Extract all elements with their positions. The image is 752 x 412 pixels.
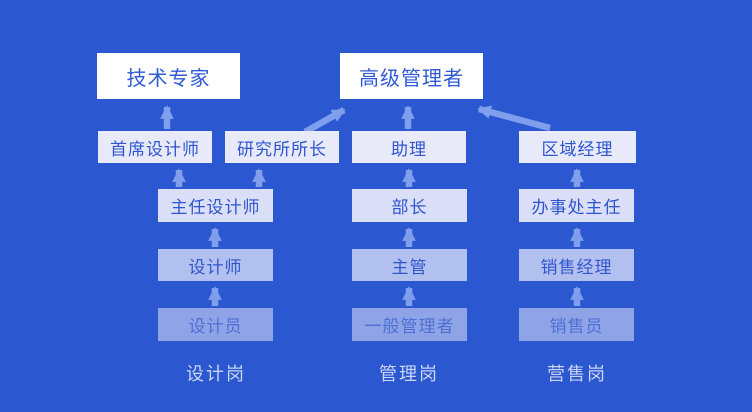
column-label-design: 设计岗 bbox=[186, 364, 246, 384]
node-salesman: 销售员 bbox=[519, 308, 634, 341]
node-director-designer: 主任设计师 bbox=[158, 189, 273, 222]
node-regional-manager: 区域经理 bbox=[519, 131, 636, 163]
node-assistant: 助理 bbox=[352, 131, 466, 163]
node-tech-expert: 技术专家 bbox=[97, 53, 240, 99]
column-label-sales: 营售岗 bbox=[547, 364, 607, 384]
node-general-manager: 一般管理者 bbox=[352, 308, 467, 341]
node-designer: 设计师 bbox=[158, 249, 273, 281]
node-institute-head: 研究所所长 bbox=[225, 131, 339, 163]
arrow-diagonal-icon-regional-to-senior-manager bbox=[477, 105, 551, 132]
node-chief-designer: 首席设计师 bbox=[98, 131, 212, 163]
node-draftsman: 设计员 bbox=[158, 308, 273, 341]
node-senior-manager: 高级管理者 bbox=[340, 53, 483, 99]
arrow-diagonal-icon-institute-head-to-senior-manager bbox=[303, 107, 346, 135]
node-supervisor: 主管 bbox=[352, 249, 467, 281]
node-sales-manager: 销售经理 bbox=[519, 249, 634, 281]
column-label-management: 管理岗 bbox=[379, 364, 439, 384]
node-minister: 部长 bbox=[352, 189, 467, 222]
node-office-head: 办事处主任 bbox=[519, 189, 634, 222]
